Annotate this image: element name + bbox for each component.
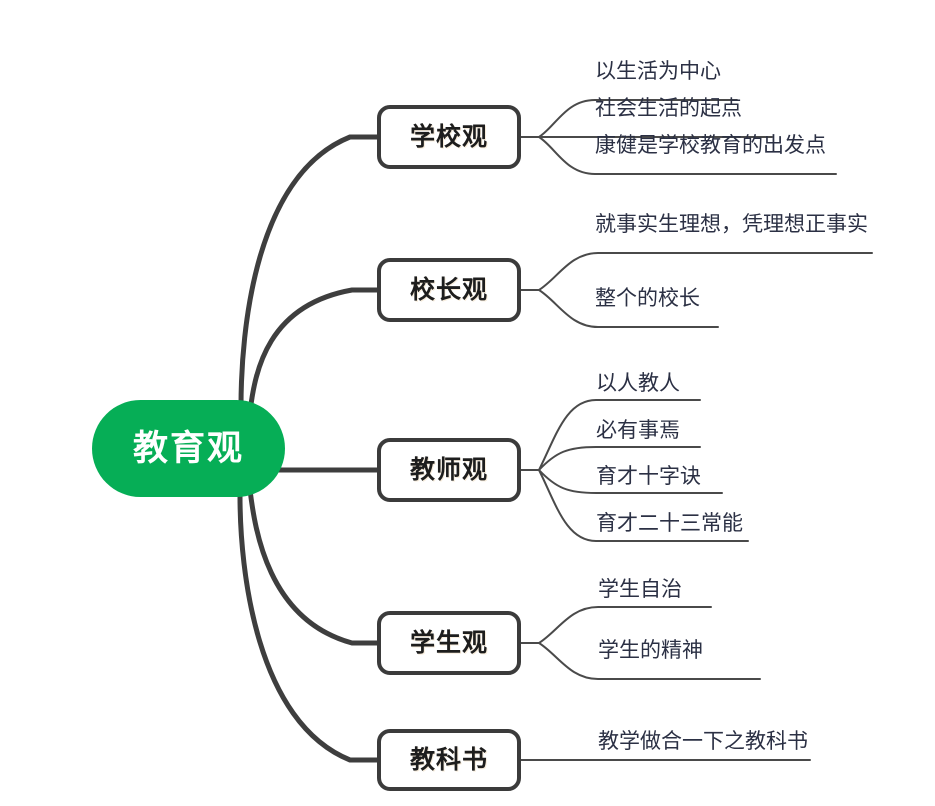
- leaf-label-jiaoshiguan-1[interactable]: 以人教人: [596, 371, 680, 395]
- leaf-line-jiaoshiguan-2: [538, 446, 701, 471]
- branch-node-label: 学生观: [409, 628, 488, 657]
- leaf-line-xueshengguan-2: [538, 642, 761, 680]
- leaf-label-xuexiaoguan-3[interactable]: 康健是学校教育的出发点: [595, 133, 826, 157]
- branch-node-xiaozhangguan[interactable]: 校长观: [377, 258, 521, 322]
- connector-root-to-xiaozhangguan: [247, 287, 380, 415]
- leaf-label-xiaozhangguan-1[interactable]: 就事实生理想，凭理想正事实: [595, 212, 868, 236]
- leaf-line-xueshengguan-1: [538, 606, 712, 644]
- leaf-label-xueshengguan-2[interactable]: 学生的精神: [598, 638, 703, 662]
- root-node-label: 教育观: [132, 429, 244, 468]
- branch-node-xuexiaoguan[interactable]: 学校观: [377, 105, 521, 169]
- branch-node-label: 教师观: [409, 455, 488, 484]
- connector-root-to-xueshengguan: [247, 487, 380, 646]
- leaf-line-jiaoshiguan-4: [538, 469, 749, 542]
- root-node[interactable]: 教育观: [92, 400, 285, 497]
- leaf-label-jiaoshiguan-4[interactable]: 育才二十三常能: [596, 511, 743, 535]
- leaf-label-jiaoshiguan-2[interactable]: 必有事焉: [596, 418, 680, 442]
- leaf-line-xuexiaoguan-1: [538, 99, 738, 138]
- leaf-connectors: [520, 99, 873, 761]
- leaf-label-xueshengguan-1[interactable]: 学生自治: [598, 577, 682, 601]
- branch-node-label: 校长观: [409, 275, 488, 304]
- leaf-line-jiaoshiguan-3: [538, 469, 723, 494]
- leaf-label-xiaozhangguan-2[interactable]: 整个的校长: [595, 286, 700, 310]
- leaf-label-jiaoshiguan-3[interactable]: 育才十字诀: [596, 464, 701, 488]
- leaf-label-xuexiaoguan-2[interactable]: 社会生活的起点: [595, 96, 742, 120]
- branch-node-jiaoshiguan[interactable]: 教师观: [377, 438, 521, 502]
- branch-node-jiaokeshu[interactable]: 教科书: [377, 729, 521, 791]
- branch-node-xueshengguan[interactable]: 学生观: [377, 611, 521, 675]
- leaf-label-jiaokeshu-1[interactable]: 教学做合一下之教科书: [598, 729, 808, 753]
- leaf-label-xuexiaoguan-1[interactable]: 以生活为中心: [595, 59, 721, 83]
- branch-node-label: 学校观: [409, 122, 488, 151]
- leaf-line-jiaoshiguan-1: [538, 399, 701, 471]
- connector-root-to-xuexiaoguan: [238, 134, 380, 410]
- leaf-line-xiaozhangguan-2: [538, 289, 719, 328]
- connector-root-to-jiaokeshu: [237, 493, 380, 763]
- leaf-line-xiaozhangguan-1: [538, 252, 873, 291]
- branch-node-label: 教科书: [409, 745, 488, 774]
- leaf-line-xuexiaoguan-3: [538, 136, 837, 175]
